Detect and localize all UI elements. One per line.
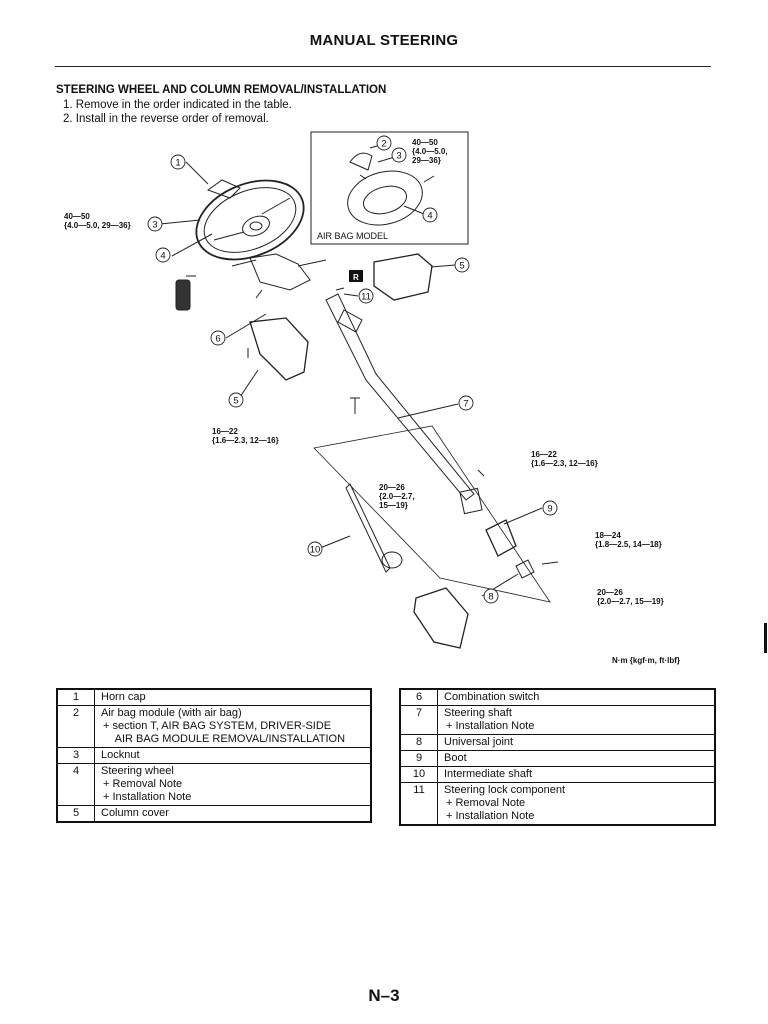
part-number: 8 xyxy=(399,734,438,751)
r-badge xyxy=(349,270,363,282)
part-note: + Removal Note xyxy=(103,778,183,790)
part-name: Steering wheel + Removal Note + Installa… xyxy=(94,763,372,806)
table-row: 2 Air bag module (with air bag) + sectio… xyxy=(56,705,372,748)
callout-4-inset: 4 xyxy=(427,211,432,222)
units-note: N·m {kgf·m, ft·lbf} xyxy=(612,656,680,665)
callout-10: 10 xyxy=(310,545,321,556)
callout-9: 9 xyxy=(547,504,552,515)
page-title: MANUAL STEERING xyxy=(309,32,459,49)
callout-11: 11 xyxy=(361,292,371,303)
step-1: 1. Remove in the order indicated in the … xyxy=(63,99,292,111)
part-note: + section T, AIR BAG SYSTEM, DRIVER-SIDE xyxy=(103,720,332,732)
r-badge-label: R xyxy=(353,273,359,282)
part-name: Horn cap xyxy=(94,688,372,706)
torque-shaft-1: 16—22 xyxy=(531,450,557,459)
steering-shaft-shape xyxy=(325,293,475,501)
callout-5-lower: 5 xyxy=(233,396,238,407)
callout-5-upper: 5 xyxy=(459,261,464,272)
torque-column-2: {1.6—2.3, 12—16} xyxy=(212,436,279,445)
table-row: 5 Column cover xyxy=(56,805,372,823)
part-number: 2 xyxy=(56,705,95,748)
part-note: + Installation Note xyxy=(103,791,192,803)
air-bag-inset-box xyxy=(310,131,469,245)
torque-locknut-1: 40—50 xyxy=(64,212,90,221)
parts-table-left: 1 Horn cap 2 Air bag module (with air ba… xyxy=(56,688,372,823)
table-row: 10 Intermediate shaft xyxy=(399,766,716,783)
part-number: 4 xyxy=(56,763,95,806)
table-row: 8 Universal joint xyxy=(399,734,716,751)
callout-4: 4 xyxy=(160,251,165,262)
torque-locknut-2: {4.0—5.0, 29—36} xyxy=(64,221,131,230)
torque-joint-1: 20—26 xyxy=(379,483,405,492)
callout-6: 6 xyxy=(215,334,220,345)
part-note: + Installation Note xyxy=(446,810,535,822)
part-number: 7 xyxy=(399,705,438,735)
part-name: Locknut xyxy=(94,747,372,764)
part-name: Column cover xyxy=(94,805,372,823)
torque-joint-2: {2.0—2.7, xyxy=(379,492,415,501)
part-name: Steering shaft + Installation Note xyxy=(437,705,716,735)
header-rule xyxy=(55,66,711,67)
table-row: 6 Combination switch xyxy=(399,688,716,706)
part-name: Steering lock component + Removal Note +… xyxy=(437,782,716,826)
procedure-steps: 1. Remove in the order indicated in the … xyxy=(63,98,292,126)
page-number: N–3 xyxy=(368,986,400,1005)
part-name: Intermediate shaft xyxy=(437,766,716,783)
table-row: 1 Horn cap xyxy=(56,688,372,706)
callout-3-inset: 3 xyxy=(396,151,401,162)
part-note: + Installation Note xyxy=(446,720,535,732)
table-row: 7 Steering shaft + Installation Note xyxy=(399,705,716,735)
part-number: 10 xyxy=(399,766,438,783)
torque-boot-1: 18—24 xyxy=(595,531,621,540)
part-name: Combination switch xyxy=(437,688,716,706)
table-row: 3 Locknut xyxy=(56,747,372,764)
inset-label: AIR BAG MODEL xyxy=(317,231,388,241)
torque-column-1: 16—22 xyxy=(212,427,238,436)
part-name: Universal joint xyxy=(437,734,716,751)
callout-1: 1 xyxy=(175,158,180,169)
part-number: 11 xyxy=(399,782,438,826)
torque-inset-2: {4.0—5.0, xyxy=(412,147,448,156)
torque-boot-2: {1.8—2.5, 14—18} xyxy=(595,540,662,549)
part-name: Air bag module (with air bag) + section … xyxy=(94,705,372,748)
section-heading: STEERING WHEEL AND COLUMN REMOVAL/INSTAL… xyxy=(56,84,387,96)
table-row: 11 Steering lock component + Removal Not… xyxy=(399,782,716,826)
torque-joint-3: 15—19} xyxy=(379,501,408,510)
page-edge-marker xyxy=(764,623,767,653)
parts-table-right: 6 Combination switch 7 Steering shaft + … xyxy=(399,688,716,826)
part-number: 6 xyxy=(399,688,438,706)
callout-7: 7 xyxy=(463,399,468,410)
exploded-view-diagram: R 1 2 3 3 4 4 5 5 6 7 8 9 10 11 AIR BAG … xyxy=(64,131,680,665)
part-number: 9 xyxy=(399,750,438,767)
torque-lower-2: {2.0—2.7, 15—19} xyxy=(597,597,664,606)
callout-8: 8 xyxy=(488,592,493,603)
torque-shaft-2: {1.6—2.3, 12—16} xyxy=(531,459,598,468)
part-note: AIR BAG MODULE REMOVAL/INSTALLATION xyxy=(103,733,346,745)
table-row: 4 Steering wheel + Removal Note + Instal… xyxy=(56,763,372,806)
part-number: 5 xyxy=(56,805,95,823)
part-name: Boot xyxy=(437,750,716,767)
part-note: + Removal Note xyxy=(446,797,526,809)
step-2: 2. Install in the reverse order of remov… xyxy=(63,113,269,125)
callout-3: 3 xyxy=(152,220,157,231)
torque-inset-3: 29—36} xyxy=(412,156,441,165)
table-row: 9 Boot xyxy=(399,750,716,767)
callout-2: 2 xyxy=(381,139,386,150)
part-number: 3 xyxy=(56,747,95,764)
torque-inset-1: 40—50 xyxy=(412,138,438,147)
torque-lower-1: 20—26 xyxy=(597,588,623,597)
part-number: 1 xyxy=(56,688,95,706)
